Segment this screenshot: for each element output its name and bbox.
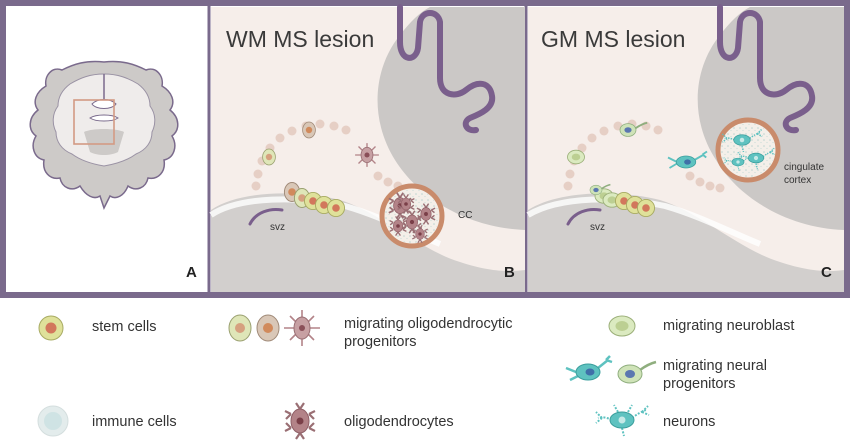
legend-mop-line2: progenitors [344, 334, 417, 350]
oligodendrocyte-icon [284, 402, 316, 440]
panel-c-cortex-label-2: cortex [784, 175, 812, 186]
panel-c-scene [526, 4, 844, 292]
legend-oligodendrocytes: oligodendrocytes [344, 414, 454, 430]
legend-neuroblast: migrating neuroblast [663, 318, 795, 334]
coronal-brain-section [29, 60, 179, 210]
panel-b-letter: B [504, 264, 515, 281]
legend-mnp-line2: progenitors [663, 376, 736, 392]
oligodendrocyte-progenitor-icons [228, 310, 320, 346]
panel-c-svz-label: svz [590, 222, 605, 233]
panel-c-letter: C [821, 264, 832, 281]
panel-c-title: GM MS lesion [541, 26, 686, 52]
legend-mop-line1: migrating oligodendrocytic [344, 316, 513, 332]
legend-stem-cells: stem cells [92, 319, 157, 335]
figure-panels [0, 0, 850, 298]
panel-b-scene [209, 4, 525, 292]
stem-cell-icon [38, 315, 64, 341]
legend-neurons: neurons [663, 414, 716, 430]
legend-mnp-line1: migrating neural [663, 358, 767, 374]
panel-c-cortex-label-1: cingulate [784, 162, 825, 173]
panel-b-title: WM MS lesion [226, 26, 375, 52]
neural-progenitor-icons [565, 355, 657, 384]
panel-a-letter: A [186, 264, 197, 281]
neuron-icon [595, 404, 650, 437]
panel-b-svz-label: svz [270, 222, 285, 233]
immune-cell-icon [37, 405, 69, 437]
neuroblast-icon [608, 315, 636, 337]
legend-immune-cells: immune cells [92, 414, 177, 430]
panel-b-cc-label: CC [458, 210, 473, 221]
